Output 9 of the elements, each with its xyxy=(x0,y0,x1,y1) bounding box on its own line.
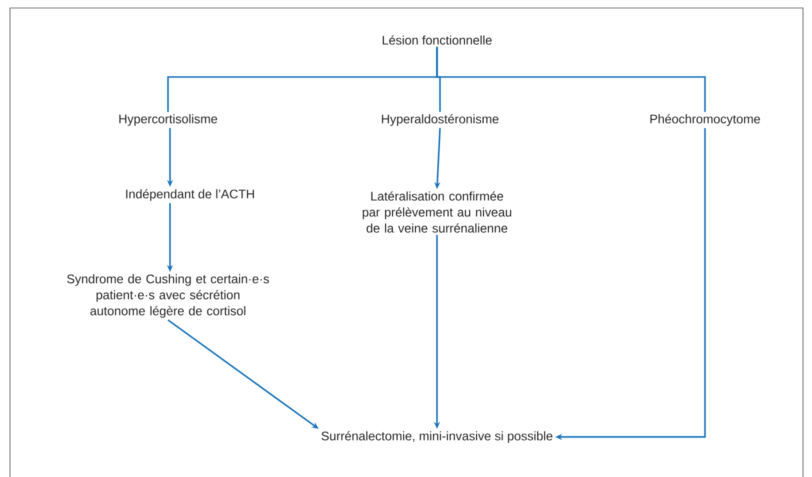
step-label: Latéralisation confirmée par prélèvement au niveau de la veine surrénalienne xyxy=(362,191,512,233)
step-label: Syndrome de Cushing et certain·e·s patient·e·s avec sécrétion autonome légère de cortisol xyxy=(67,274,269,318)
step-label: Lésion fonctionnelle xyxy=(382,35,492,45)
step-label: Surrénalectomie, mini-invasive si possible xyxy=(322,431,552,443)
step-label: Phéochromocytome xyxy=(650,114,760,126)
step-label: Hyperaldostéronisme xyxy=(382,114,498,126)
step-label: Hypercortisolisme xyxy=(119,114,218,126)
connector-line xyxy=(436,46,706,112)
step-label: Indépendant de l’ACTH xyxy=(126,189,254,201)
